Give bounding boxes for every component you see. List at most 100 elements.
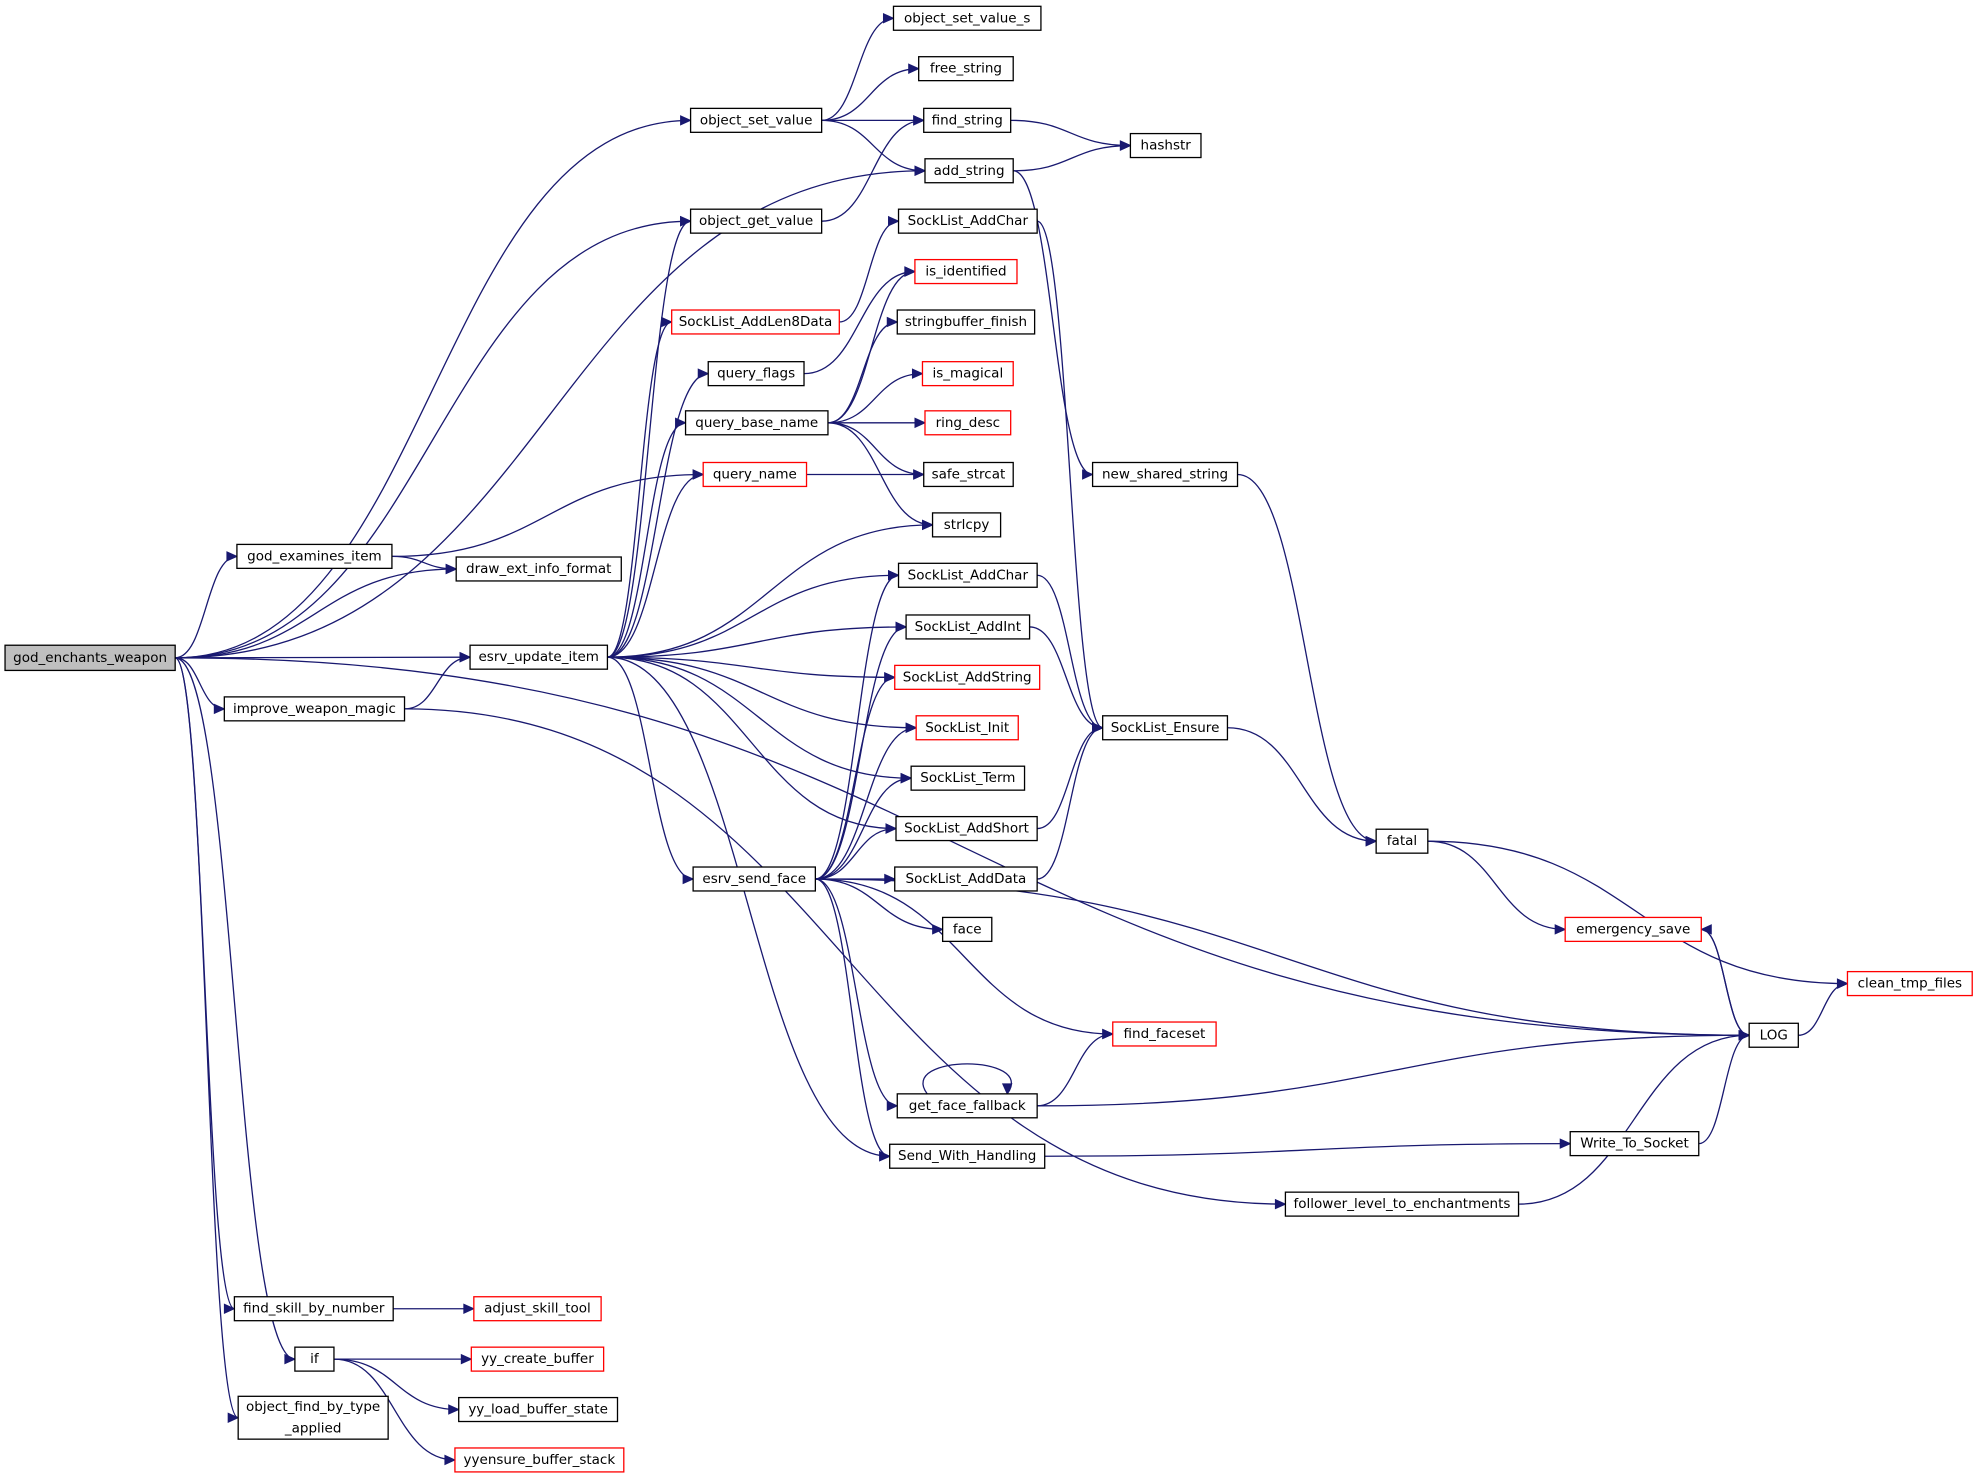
arrowhead-esrv_update_item-to-query_flags bbox=[697, 368, 710, 379]
node-stringbuffer_finish[interactable]: stringbuffer_finish bbox=[896, 309, 1036, 335]
arrowhead-esrv_update_item-to-object_get_value bbox=[680, 215, 692, 227]
arrowhead-god_enchants_weapon-to-god_examines_item bbox=[226, 551, 239, 562]
node-SockList_Term[interactable]: SockList_Term bbox=[910, 765, 1026, 791]
node-adjust_skill_tool[interactable]: adjust_skill_tool bbox=[473, 1296, 602, 1322]
node-fatal[interactable]: fatal bbox=[1375, 828, 1429, 854]
node-label-god_enchants_weapon: god_enchants_weapon bbox=[13, 650, 167, 666]
node-esrv_update_item[interactable]: esrv_update_item bbox=[469, 644, 609, 670]
edge-improve_weapon_magic-to-follower_level_to_enchantments bbox=[404, 708, 1286, 1205]
edge-SockList_AddShort-to-SockList_Ensure bbox=[1037, 727, 1103, 830]
arrowhead-SockList_AddLen8Data-to-SockList_AddChar_1 bbox=[888, 215, 900, 227]
node-SockList_Ensure[interactable]: SockList_Ensure bbox=[1102, 715, 1229, 741]
arrowhead-esrv_send_face-to-SockList_AddData bbox=[884, 873, 896, 885]
node-object_get_value[interactable]: object_get_value bbox=[689, 208, 823, 234]
node-label-yy_create_buffer: yy_create_buffer bbox=[481, 1351, 594, 1367]
arrowhead-improve_weapon_magic-to-follower_level_to_enchantments bbox=[1274, 1198, 1287, 1210]
node-clean_tmp_files[interactable]: clean_tmp_files bbox=[1846, 970, 1973, 997]
edge-god_enchants_weapon-to-improve_weapon_magic bbox=[175, 657, 225, 710]
node-SockList_AddData[interactable]: SockList_AddData bbox=[894, 866, 1038, 892]
node-LOG[interactable]: LOG bbox=[1748, 1022, 1799, 1048]
node-god_enchants_weapon[interactable]: god_enchants_weapon bbox=[4, 644, 176, 672]
node-new_shared_string[interactable]: new_shared_string bbox=[1091, 461, 1239, 488]
node-yy_create_buffer[interactable]: yy_create_buffer bbox=[470, 1346, 605, 1372]
node-box-LOG bbox=[1748, 1022, 1799, 1048]
arrowhead-esrv_update_item-to-query_name bbox=[692, 469, 705, 480]
node-box-adjust_skill_tool bbox=[473, 1296, 602, 1322]
arrowhead-esrv_send_face-to-SockList_AddShort bbox=[885, 823, 898, 834]
node-hashstr[interactable]: hashstr bbox=[1129, 132, 1202, 159]
node-box-clean_tmp_files bbox=[1846, 970, 1973, 997]
node-box-query_flags bbox=[707, 361, 805, 387]
edge-object_set_value-to-free_string bbox=[821, 68, 919, 121]
node-SockList_AddString[interactable]: SockList_AddString bbox=[894, 664, 1041, 690]
arrowhead-esrv_update_item-to-query_base_name bbox=[675, 417, 687, 429]
arrowhead-improve_weapon_magic-to-esrv_update_item bbox=[459, 651, 472, 663]
node-label-object_find_by_type_applied: object_find_by_type bbox=[246, 1399, 380, 1415]
node-box-SockList_Ensure bbox=[1102, 715, 1229, 741]
node-esrv_send_face[interactable]: esrv_send_face bbox=[692, 866, 817, 892]
edge-LOG-to-emergency_save bbox=[1701, 928, 1750, 1036]
node-face[interactable]: face bbox=[941, 916, 993, 943]
node-ring_desc[interactable]: ring_desc bbox=[924, 410, 1012, 436]
node-SockList_AddLen8Data[interactable]: SockList_AddLen8Data bbox=[671, 309, 840, 335]
node-box-yy_load_buffer_state bbox=[458, 1396, 619, 1423]
node-label-esrv_update_item: esrv_update_item bbox=[479, 649, 599, 665]
node-label-SockList_AddShort: SockList_AddShort bbox=[904, 821, 1029, 837]
node-label-find_skill_by_number: find_skill_by_number bbox=[243, 1301, 385, 1317]
node-SockList_AddChar_2[interactable]: SockList_AddChar bbox=[897, 562, 1038, 588]
node-SockList_AddInt[interactable]: SockList_AddInt bbox=[905, 614, 1031, 640]
arrowhead-object_set_value-to-object_set_value_s bbox=[882, 12, 895, 24]
node-box-follower_level_to_enchantments bbox=[1284, 1191, 1520, 1217]
node-box-is_identified bbox=[914, 258, 1018, 285]
node-find_faceset[interactable]: find_faceset bbox=[1112, 1021, 1217, 1047]
node-if[interactable]: if bbox=[294, 1346, 335, 1372]
node-find_skill_by_number[interactable]: find_skill_by_number bbox=[233, 1296, 394, 1322]
node-query_base_name[interactable]: query_base_name bbox=[684, 410, 829, 436]
arrowhead-get_face_fallback-to-find_faceset bbox=[1102, 1028, 1114, 1040]
node-label-object_set_value: object_set_value bbox=[700, 112, 813, 128]
edge-esrv_send_face-to-find_faceset bbox=[815, 878, 1113, 1035]
edge-esrv_send_face-to-SockList_Term bbox=[815, 777, 912, 880]
node-object_set_value[interactable]: object_set_value bbox=[689, 107, 823, 133]
arrowhead-esrv_send_face-to-Send_With_Handling bbox=[879, 1150, 891, 1162]
node-draw_ext_info_format[interactable]: draw_ext_info_format bbox=[455, 556, 622, 582]
node-SockList_Init[interactable]: SockList_Init bbox=[915, 715, 1019, 741]
node-label-strlcpy: strlcpy bbox=[944, 517, 990, 533]
node-follower_level_to_enchantments[interactable]: follower_level_to_enchantments bbox=[1284, 1191, 1520, 1217]
node-Write_To_Socket[interactable]: Write_To_Socket bbox=[1569, 1131, 1700, 1157]
node-query_flags[interactable]: query_flags bbox=[707, 361, 805, 387]
node-find_string[interactable]: find_string bbox=[923, 107, 1012, 133]
node-god_examines_item[interactable]: god_examines_item bbox=[236, 543, 393, 570]
node-SockList_AddShort[interactable]: SockList_AddShort bbox=[895, 815, 1038, 842]
node-is_magical[interactable]: is_magical bbox=[921, 361, 1014, 387]
edge-Send_With_Handling-to-Write_To_Socket bbox=[1044, 1142, 1571, 1157]
node-label-SockList_AddLen8Data: SockList_AddLen8Data bbox=[679, 314, 833, 330]
edge-esrv_update_item-to-esrv_send_face bbox=[607, 656, 694, 880]
arrowhead-query_base_name-to-stringbuffer_finish bbox=[886, 316, 899, 328]
node-improve_weapon_magic[interactable]: improve_weapon_magic bbox=[223, 696, 406, 722]
node-Send_With_Handling[interactable]: Send_With_Handling bbox=[889, 1143, 1046, 1169]
node-add_string[interactable]: add_string bbox=[924, 158, 1014, 184]
arrowhead-object_get_value-to-find_string bbox=[913, 115, 925, 126]
node-yy_load_buffer_state[interactable]: yy_load_buffer_state bbox=[458, 1396, 619, 1423]
arrowhead-object_set_value-to-free_string bbox=[908, 63, 920, 74]
edge-esrv_send_face-to-Send_With_Handling bbox=[815, 878, 890, 1157]
node-yyensure_buffer_stack[interactable]: yyensure_buffer_stack bbox=[454, 1447, 625, 1473]
node-query_name[interactable]: query_name bbox=[702, 461, 808, 488]
node-get_face_fallback[interactable]: get_face_fallback bbox=[896, 1093, 1038, 1119]
node-box-face bbox=[941, 916, 993, 943]
node-object_set_value_s[interactable]: object_set_value_s bbox=[892, 5, 1042, 31]
node-SockList_AddChar_1[interactable]: SockList_AddChar bbox=[897, 208, 1038, 234]
node-free_string[interactable]: free_string bbox=[918, 56, 1014, 82]
node-strlcpy[interactable]: strlcpy bbox=[931, 512, 1002, 538]
node-box-SockList_AddLen8Data bbox=[671, 309, 840, 335]
arrowhead-add_string-to-hashstr bbox=[1119, 140, 1132, 151]
node-emergency_save[interactable]: emergency_save bbox=[1564, 916, 1702, 943]
node-is_identified[interactable]: is_identified bbox=[914, 258, 1018, 285]
node-safe_strcat[interactable]: safe_strcat bbox=[923, 461, 1014, 488]
node-box-SockList_AddShort bbox=[895, 815, 1038, 842]
node-object_find_by_type_applied[interactable]: object_find_by_type_applied bbox=[237, 1395, 389, 1440]
edge-query_base_name-to-is_magical bbox=[827, 373, 923, 424]
arrowhead-god_enchants_weapon-to-object_set_value bbox=[680, 115, 692, 126]
node-label-SockList_AddInt: SockList_AddInt bbox=[915, 619, 1021, 635]
